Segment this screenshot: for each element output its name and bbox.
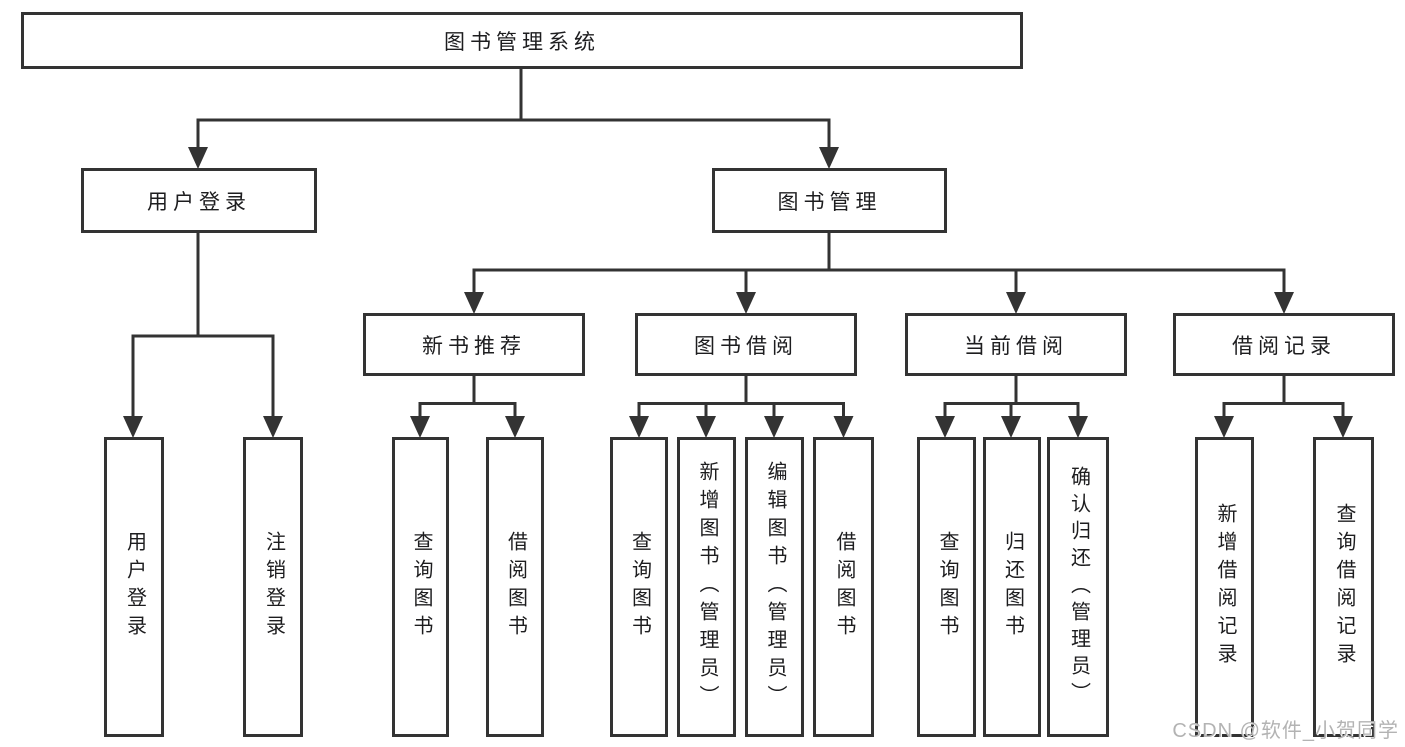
leaf-bb-add-books-label: 新增图书（管理员） [696,461,718,713]
leaf-user-login: 用户登录 [104,437,164,737]
leaf-nbr-query-books: 查询图书 [392,437,449,737]
leaf-cb-return-books-label: 归还图书 [1001,531,1024,643]
leaf-user-login-label: 用户登录 [123,531,146,643]
leaf-br-add-record-label: 新增借阅记录 [1214,503,1236,671]
leaf-cb-confirm-return: 确认归还（管理员） [1047,437,1109,737]
leaf-br-query-record: 查询借阅记录 [1313,437,1374,737]
node-current-borrowing: 当前借阅 [905,313,1127,376]
leaf-logout-label: 注销登录 [262,531,285,643]
leaf-nbr-borrow-books: 借阅图书 [486,437,544,737]
csdn-watermark: CSDN @软件_小贺同学 [1172,720,1399,742]
leaf-bb-add-books: 新增图书（管理员） [677,437,736,737]
leaf-cb-return-books: 归还图书 [983,437,1041,737]
leaf-logout: 注销登录 [243,437,303,737]
leaf-cb-query-books-label: 查询图书 [936,531,958,643]
leaf-bb-query-books: 查询图书 [610,437,668,737]
leaf-cb-confirm-return-label: 确认归还（管理员） [1067,465,1090,709]
leaf-bb-borrow-books-label: 借阅图书 [833,531,855,643]
node-user-login: 用户登录 [81,168,317,233]
leaf-br-add-record: 新增借阅记录 [1195,437,1254,737]
leaf-nbr-borrow-books-label: 借阅图书 [504,531,527,643]
leaf-br-query-record-label: 查询借阅记录 [1333,503,1355,671]
leaf-bb-borrow-books: 借阅图书 [813,437,874,737]
node-book-management: 图书管理 [712,168,947,233]
node-root-system: 图书管理系统 [21,12,1023,69]
leaf-bb-edit-books: 编辑图书（管理员） [745,437,804,737]
leaf-cb-query-books: 查询图书 [917,437,976,737]
node-new-book-recommend: 新书推荐 [363,313,585,376]
leaf-nbr-query-books-label: 查询图书 [410,531,432,643]
node-borrowing-records: 借阅记录 [1173,313,1395,376]
leaf-bb-query-books-label: 查询图书 [628,531,651,643]
leaf-bb-edit-books-label: 编辑图书（管理员） [764,461,786,713]
node-book-borrowing: 图书借阅 [635,313,857,376]
